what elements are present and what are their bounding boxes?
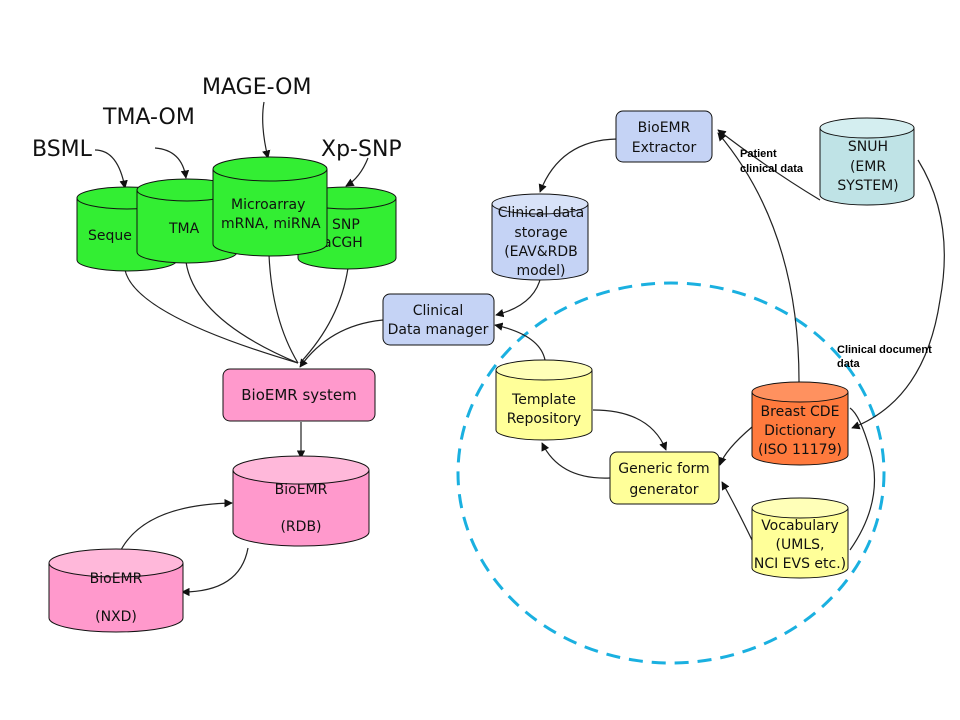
edge-snuh-to-cde (851, 159, 945, 430)
edge-tma-to-system (185, 261, 299, 364)
edge-repository-to-manager (494, 322, 546, 361)
edge-extractor-to-storage (538, 138, 618, 193)
breast-cde-line2: Dictionary (764, 423, 836, 439)
edge-cde-to-generator (718, 426, 753, 466)
vocabulary-db[interactable]: Vocabulary (UMLS, NCI EVS etc.) (751, 497, 849, 579)
edge-label-patient-line2: clinical data (740, 163, 804, 175)
edge-bsml-to-sequence (94, 149, 128, 189)
edge-generator-to-repository (541, 442, 611, 479)
edge-rdb-to-nxd (181, 547, 249, 597)
edge-label-document-line1: Clinical document (837, 344, 932, 356)
edge-xp-snp-to-snp (345, 157, 369, 187)
bioemr-nxd-label-line2: (NXD) (95, 609, 137, 625)
snp-label-line1: SNP (332, 217, 360, 233)
bioemr-extractor-line2: Extractor (632, 140, 697, 156)
template-repository-line2: Repository (507, 411, 581, 427)
bioemr-rdb-db[interactable]: BioEMR (RDB) (232, 455, 370, 547)
microarray-db[interactable]: Microarray mRNA, miRNA (212, 156, 328, 257)
snuh-line3: SYSTEM) (837, 178, 898, 194)
snuh-emr-system-db[interactable]: SNUH (EMR SYSTEM) (819, 117, 915, 206)
edge-microarray-to-system (268, 254, 299, 364)
clinical-data-storage-line2: storage (514, 225, 567, 241)
edge-repository-to-generator (592, 409, 668, 451)
breast-cde-line3: (ISO 11179) (758, 442, 842, 458)
bioemr-nxd-db[interactable]: BioEMR (NXD) (48, 548, 184, 633)
label-bsml: BSML (32, 137, 93, 162)
label-xp-snp: Xp-SNP (321, 137, 402, 162)
edge-nxd-to-rdb (117, 498, 233, 557)
edge-snuh-to-extractor (717, 129, 821, 201)
generic-form-generator-line2: generator (629, 482, 698, 498)
vocabulary-line2: (UMLS, (776, 537, 825, 553)
vocabulary-line1: Vocabulary (761, 518, 839, 534)
edge-manager-to-system (299, 319, 384, 368)
generic-form-generator-box[interactable]: Generic form generator (609, 451, 720, 505)
edge-cde-to-extractor (717, 132, 800, 386)
bioemr-system-box[interactable]: BioEMR system (222, 368, 376, 422)
clinical-data-storage-db[interactable]: Clinical data storage (EAV&RDB model) (491, 193, 589, 281)
generic-form-generator-line1: Generic form (618, 461, 709, 477)
microarray-label-line2: mRNA, miRNA (221, 216, 321, 232)
clinical-data-manager-line2: Data manager (388, 322, 489, 338)
template-repository-line1: Template (511, 392, 576, 408)
edge-storage-to-manager (495, 275, 542, 318)
vocabulary-line3: NCI EVS etc.) (754, 556, 846, 572)
label-mage-om: MAGE-OM (202, 75, 311, 100)
bioemr-extractor-line1: BioEMR (638, 120, 691, 136)
bioemr-rdb-label-line1: BioEMR (275, 482, 328, 498)
edge-label-patient-line1: Patient (740, 148, 777, 160)
edge-mage-om-to-microarray (262, 101, 271, 159)
edge-sequence-to-system (124, 269, 299, 364)
template-repository-db[interactable]: Template Repository (495, 359, 593, 441)
clinical-data-storage-line3: (EAV&RDB (504, 244, 578, 260)
bioemr-system-label: BioEMR system (241, 386, 356, 404)
edge-label-document-line2: data (837, 358, 861, 370)
edge-vocabulary-to-generator (721, 481, 753, 541)
bioemr-rdb-label-line2: (RDB) (280, 519, 321, 535)
clinical-data-storage-line1: Clinical data (498, 205, 584, 221)
tma-db[interactable]: TMA (136, 178, 238, 264)
clinical-data-storage-line4: model) (516, 263, 565, 279)
bioemr-nxd-label-line1: BioEMR (90, 571, 143, 587)
edge-vocabulary-cde-link (849, 407, 876, 551)
dashed-circle-boundary (456, 281, 886, 665)
edge-tma-om-to-tma (154, 147, 190, 179)
snuh-line1: SNUH (848, 139, 888, 155)
snp-label-line2: aCGH (323, 235, 363, 251)
sequence-label: Seque (88, 228, 132, 244)
label-tma-om: TMA-OM (102, 105, 195, 130)
clinical-data-manager-box[interactable]: Clinical Data manager (382, 293, 495, 346)
clinical-data-manager-line1: Clinical (413, 303, 463, 319)
microarray-label-line1: Microarray (231, 197, 305, 213)
edge-snp-to-system (299, 267, 349, 364)
snuh-line2: (EMR (850, 159, 886, 175)
tma-label: TMA (168, 221, 200, 237)
breast-cde-dictionary-db[interactable]: Breast CDE Dictionary (ISO 11179) (751, 381, 849, 466)
bioemr-extractor-box[interactable]: BioEMR Extractor (615, 110, 713, 163)
breast-cde-line1: Breast CDE (761, 404, 840, 420)
